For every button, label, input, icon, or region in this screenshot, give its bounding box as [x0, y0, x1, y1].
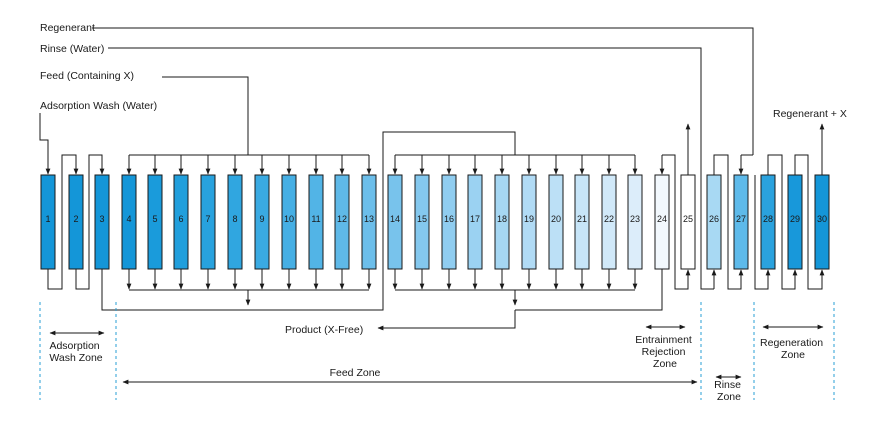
rinse-zone-label: Rinse Zone: [714, 379, 744, 403]
feed-label: Feed (Containing X): [40, 70, 134, 82]
adsorber-column-27: [733, 174, 749, 270]
regenerant-line: [92, 27, 754, 155]
adsorber-column-23: [627, 174, 643, 270]
regenerant-label: Regenerant: [40, 22, 95, 34]
adsorber-column-11: [308, 174, 324, 270]
entrainment-rejection-zone-label: Entrainment Rejection Zone: [635, 334, 695, 370]
regeneration-zone-label: Regeneration Zone: [760, 337, 826, 361]
column-label-2: 2: [73, 214, 78, 224]
column-label-6: 6: [178, 214, 183, 224]
feed-line: [162, 76, 249, 155]
series-pipe-28-29: [767, 154, 798, 290]
column-label-10: 10: [284, 214, 294, 224]
adsorber-column-2: [68, 174, 84, 270]
series-pipe-24-25: [674, 155, 691, 290]
piping-lines: [39, 27, 835, 400]
adsorber-column-26: [706, 174, 722, 270]
adsorber-column-3: [94, 174, 110, 270]
adsorber-column-29: [787, 174, 803, 270]
adsorber-column-18: [494, 174, 510, 270]
column-label-17: 17: [470, 214, 480, 224]
column-label-9: 9: [259, 214, 264, 224]
column-label-7: 7: [205, 214, 210, 224]
adsorber-column-30: [814, 174, 830, 270]
rinse-label: Rinse (Water): [40, 43, 104, 55]
rinse-line: [108, 47, 714, 290]
adsorber-column-14: [387, 174, 403, 270]
column-label-5: 5: [152, 214, 157, 224]
adsorber-column-22: [601, 174, 617, 270]
product-outlet: [377, 310, 516, 331]
column-label-24: 24: [657, 214, 667, 224]
adsorber-column-13: [361, 174, 377, 270]
series-pipe-29-30: [794, 154, 825, 290]
adsorber-column-15: [414, 174, 430, 270]
adsorber-column-28: [760, 174, 776, 270]
column-24-return: [662, 154, 676, 174]
column-label-8: 8: [232, 214, 237, 224]
column-label-20: 20: [551, 214, 561, 224]
column-label-29: 29: [790, 214, 800, 224]
column-label-14: 14: [390, 214, 400, 224]
adsorber-column-17: [467, 174, 483, 270]
column-24-outlet: [515, 269, 663, 311]
column-label-21: 21: [577, 214, 587, 224]
adsorber-column-8: [227, 174, 243, 270]
adsorber-column-7: [200, 174, 216, 270]
adsorption-wash-inlet: [39, 113, 51, 175]
adsorber-column-19: [521, 174, 537, 270]
adsorber-column-9: [254, 174, 270, 270]
series-pipe-1-2: [47, 154, 79, 290]
column-label-4: 4: [126, 214, 131, 224]
adsorber-column-24: [654, 174, 670, 270]
column-label-27: 27: [736, 214, 746, 224]
column-label-30: 30: [817, 214, 827, 224]
adsorber-column-10: [281, 174, 297, 270]
column-label-25: 25: [683, 214, 693, 224]
adsorber-column-21: [574, 174, 590, 270]
column-label-1: 1: [45, 214, 50, 224]
column-label-15: 15: [417, 214, 427, 224]
column-label-11: 11: [311, 214, 320, 224]
column-label-13: 13: [364, 214, 374, 224]
product-label: Product (X-Free): [285, 324, 363, 336]
collector-a-3: [101, 269, 248, 311]
column-label-16: 16: [444, 214, 454, 224]
column-label-22: 22: [604, 214, 614, 224]
adsorber-column-25: [680, 174, 696, 270]
regenerant-x-label: Regenerant + X: [773, 108, 847, 120]
crossover-line: [248, 131, 516, 311]
series-pipe-26-27: [713, 154, 744, 290]
adsorber-column-4: [121, 174, 137, 270]
adsorption-wash-label: Adsorption Wash (Water): [40, 100, 157, 112]
adsorber-column-16: [441, 174, 457, 270]
adsorber-column-12: [334, 174, 350, 270]
column-label-18: 18: [497, 214, 507, 224]
column-label-19: 19: [524, 214, 534, 224]
adsorber-column-5: [147, 174, 163, 270]
column-label-3: 3: [99, 214, 104, 224]
adsorber-column-1: [40, 174, 56, 270]
series-pipe-27-28: [754, 175, 771, 290]
column-label-23: 23: [630, 214, 640, 224]
adsorber-column-6: [173, 174, 189, 270]
feed-zone-label: Feed Zone: [330, 367, 381, 379]
column-label-26: 26: [709, 214, 719, 224]
series-pipe-2-3: [75, 154, 105, 290]
column-label-12: 12: [337, 214, 347, 224]
column-label-28: 28: [763, 214, 773, 224]
adsorber-column-20: [548, 174, 564, 270]
adsorption-wash-zone-label: Adsorption Wash Zone: [49, 340, 102, 364]
